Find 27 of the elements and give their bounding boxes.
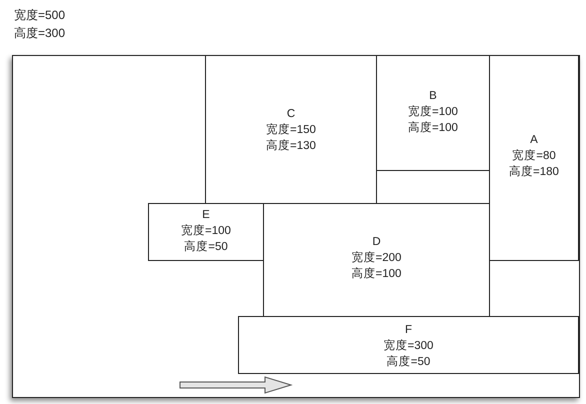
dimension-text: 宽度=200 bbox=[352, 250, 402, 266]
dimension-text: 宽度=100 bbox=[408, 104, 458, 120]
box-label: C bbox=[286, 107, 296, 122]
dimension-text: 高度=100 bbox=[352, 266, 402, 282]
dimension-text: 高度=300 bbox=[14, 25, 66, 42]
dimension-text: 高度=130 bbox=[266, 138, 316, 154]
rectangle-box bbox=[148, 203, 264, 261]
rectangle-box bbox=[238, 316, 579, 374]
dimension-text: 高度=180 bbox=[509, 164, 559, 180]
dimension-text: 宽度=300 bbox=[384, 338, 434, 354]
dimension-text: 宽度=150 bbox=[266, 122, 316, 138]
dimension-text: 高度=50 bbox=[184, 239, 228, 255]
dimension-text: 宽度=80 bbox=[512, 148, 556, 164]
outer-container-box bbox=[12, 55, 580, 398]
box-label: F bbox=[404, 323, 412, 338]
box-label: B bbox=[429, 89, 437, 104]
box-label: A bbox=[530, 133, 538, 148]
dimension-text: 宽度=500 bbox=[14, 7, 66, 24]
rectangle-box bbox=[489, 55, 579, 261]
box-label: D bbox=[372, 235, 381, 250]
dimension-text: 高度=50 bbox=[386, 354, 430, 370]
box-label: E bbox=[202, 208, 210, 223]
rectangle-box bbox=[205, 55, 377, 204]
dimension-text: 高度=100 bbox=[408, 120, 458, 136]
rectangle-box bbox=[263, 203, 490, 317]
dimension-text: 宽度=100 bbox=[181, 223, 231, 239]
rectangle-box bbox=[376, 55, 490, 171]
